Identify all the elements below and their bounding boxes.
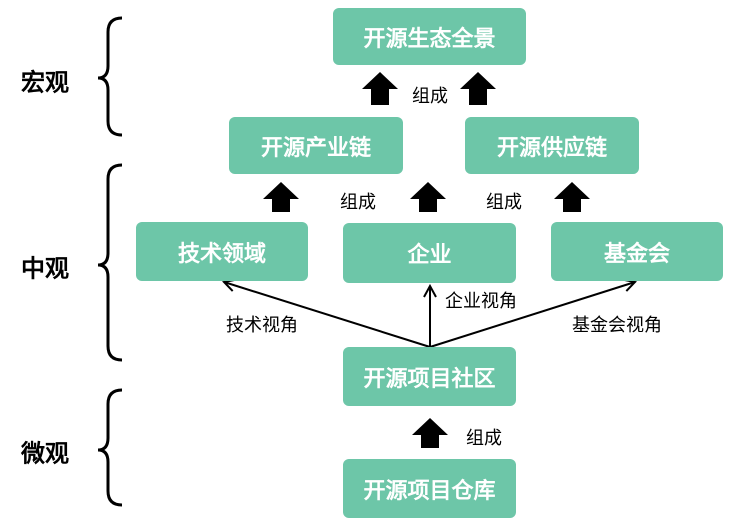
up-arrow-enterprise-to-chains — [410, 182, 446, 212]
level-label-meso: 中观 — [21, 254, 69, 283]
arrow-community-to-tech — [224, 282, 431, 348]
brace-macro — [97, 16, 123, 137]
node-foundation: 基金会 — [551, 222, 723, 281]
level-label-micro: 微观 — [21, 439, 69, 468]
edge-label-foundation-view: 基金会视角 — [572, 315, 662, 336]
edge-label-compose-mid-right: 组成 — [486, 192, 522, 213]
node-repository: 开源项目仓库 — [343, 459, 516, 518]
up-arrow-industry-to-panorama — [362, 72, 398, 105]
up-arrow-foundation-to-supply — [554, 182, 590, 212]
node-enterprise: 企业 — [343, 223, 516, 283]
brace-micro — [97, 388, 123, 507]
edge-label-compose-mid-left: 组成 — [340, 192, 376, 213]
up-arrow-supply-to-panorama — [460, 72, 496, 105]
edge-label-enterprise-view: 企业视角 — [445, 291, 517, 312]
node-industry-chain: 开源产业链 — [229, 117, 403, 174]
level-label-macro: 宏观 — [21, 68, 69, 97]
brace-meso — [97, 163, 123, 362]
up-arrow-repository-to-community — [412, 418, 448, 448]
edge-label-compose-top: 组成 — [412, 86, 448, 107]
edge-label-compose-bottom: 组成 — [466, 428, 502, 449]
node-supply-chain: 开源供应链 — [465, 117, 639, 174]
up-arrow-tech-to-industry — [263, 182, 299, 212]
arrow-community-to-foundation — [429, 282, 635, 348]
node-tech-domain: 技术领域 — [136, 222, 308, 281]
node-panorama: 开源生态全景 — [333, 8, 526, 65]
node-community: 开源项目社区 — [343, 347, 516, 406]
edge-label-tech-view: 技术视角 — [226, 315, 298, 336]
